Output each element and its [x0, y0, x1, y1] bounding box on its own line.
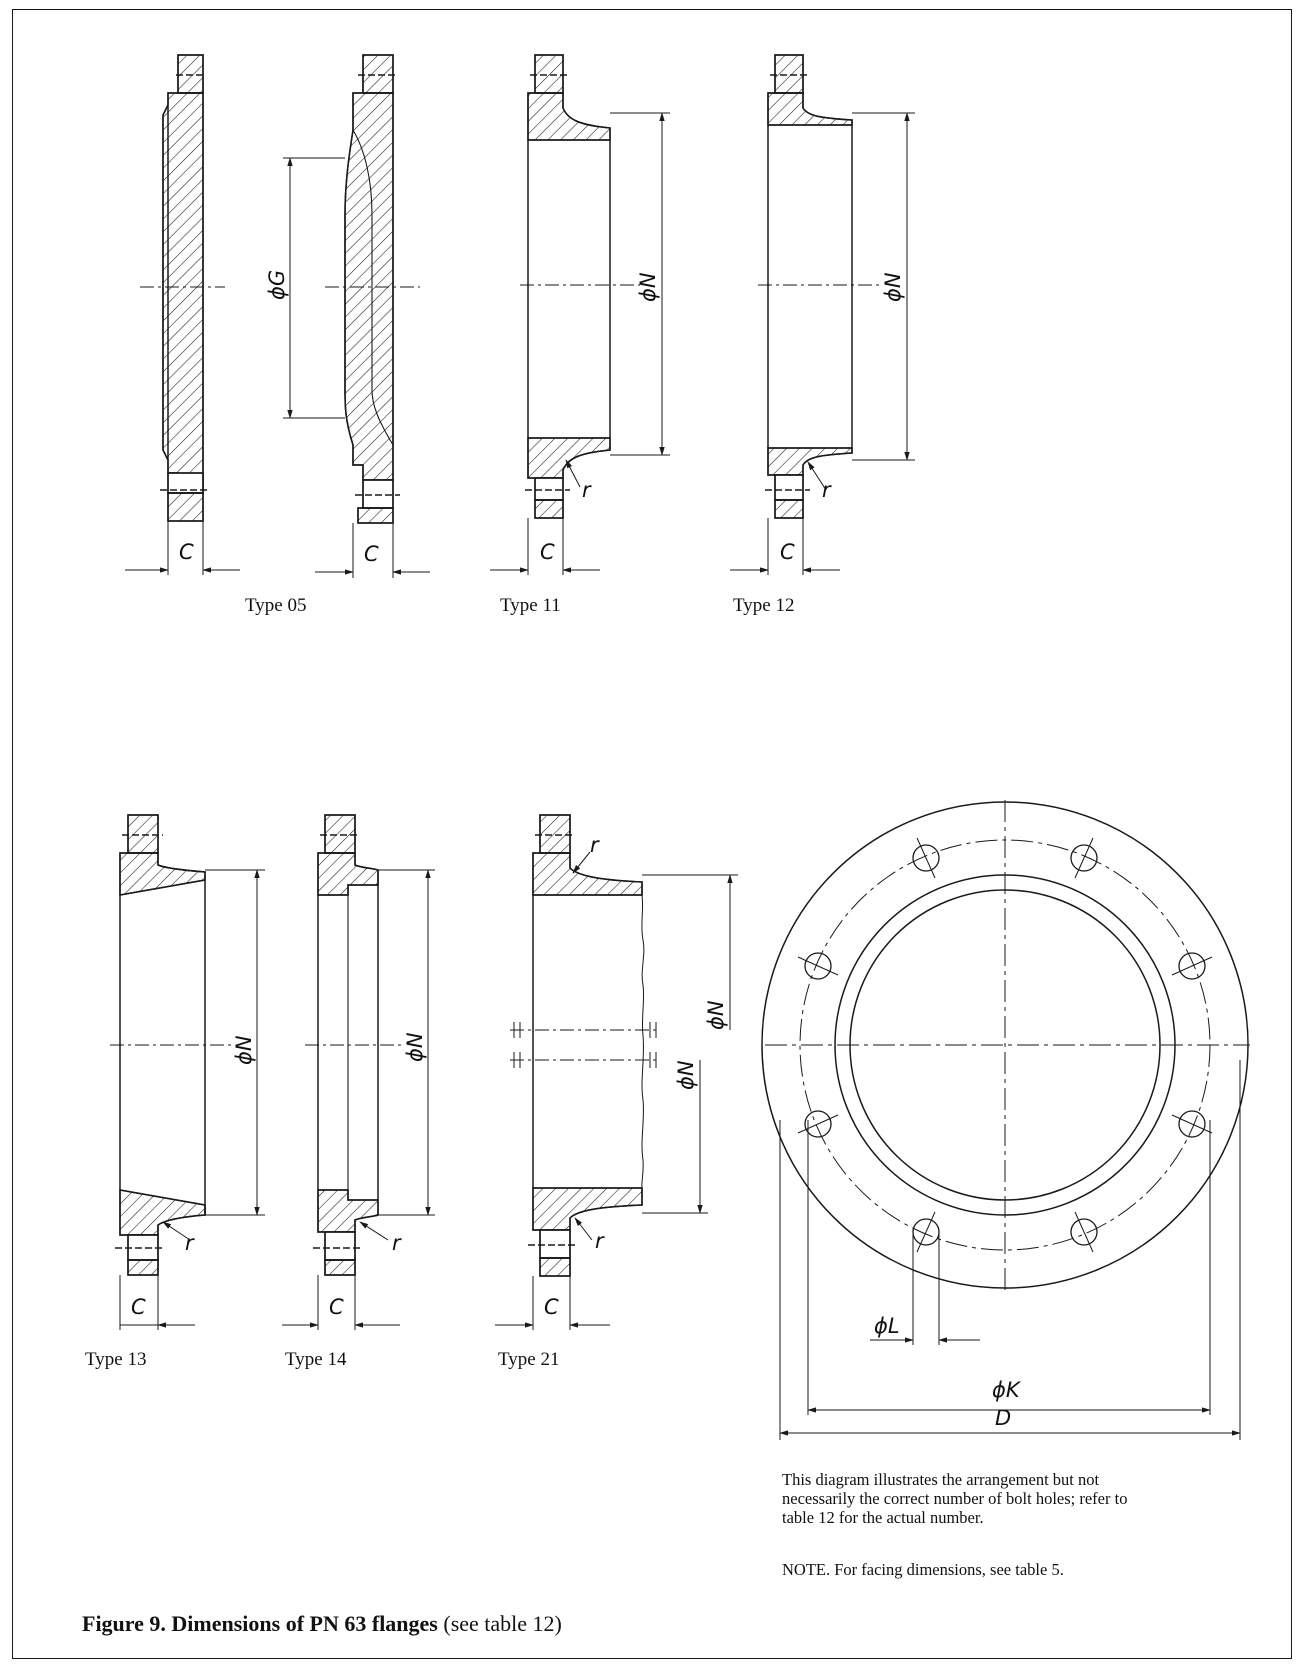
bolt-hole-note-line-2: necessarily the correct number of bolt h… [782, 1489, 1128, 1508]
caption-reference: (see table 12) [437, 1611, 562, 1636]
dim-c-type13: C [131, 1295, 146, 1319]
dim-n-type11: ϕN [636, 272, 660, 302]
caption-title: Figure 9. Dimensions of PN 63 flanges [82, 1611, 438, 1636]
dim-c-type05a: C [179, 540, 194, 564]
dim-c-type05b: C [364, 542, 379, 566]
dim-d: D [995, 1406, 1011, 1430]
dim-r-type11: r [582, 478, 592, 502]
dim-n-type21-upper: ϕN [704, 1000, 728, 1030]
dim-n-type12: ϕN [881, 272, 905, 302]
figure-caption: Figure 9. Dimensions of PN 63 flanges (s… [82, 1611, 562, 1637]
dim-l: ϕL [874, 1314, 900, 1338]
flange-type-05-raised [283, 54, 430, 578]
dim-k: ϕK [992, 1378, 1022, 1402]
figure-frame [12, 9, 1292, 1659]
dim-r-type21-lower: r [595, 1229, 605, 1253]
dim-r-type14: r [392, 1231, 402, 1255]
dimension-labels: C C C C C C C ϕG ϕN ϕN ϕN ϕN ϕN ϕN r r r… [131, 270, 1022, 1430]
dim-g-type05: ϕG [265, 270, 289, 300]
dim-c-type11: C [540, 540, 555, 564]
dim-n-type14: ϕN [403, 1032, 427, 1062]
flange-type-12 [730, 54, 915, 575]
facing-note: NOTE. For facing dimensions, see table 5… [782, 1560, 1064, 1579]
flange-type-14 [282, 814, 435, 1330]
label-type-11: Type 11 [500, 595, 561, 616]
bolt-hole-note: This diagram illustrates the arrangement… [782, 1470, 1127, 1527]
bolt-hole-note-line-1: This diagram illustrates the arrangement… [782, 1470, 1100, 1489]
label-type-12: Type 12 [733, 595, 794, 616]
label-type-21: Type 21 [498, 1349, 559, 1370]
dim-n-type13: ϕN [232, 1035, 256, 1065]
flange-plan-view [761, 800, 1250, 1440]
dim-r-type13: r [185, 1231, 195, 1255]
dim-c-type14: C [329, 1295, 344, 1319]
dim-c-type21: C [544, 1295, 559, 1319]
label-type-05: Type 05 [245, 595, 306, 616]
label-type-14: Type 14 [285, 1349, 347, 1370]
bolt-holes [797, 837, 1213, 1253]
dim-r-type12: r [822, 478, 832, 502]
flange-type-21 [495, 814, 738, 1330]
flange-type-11 [490, 54, 670, 575]
dim-r-type21-upper: r [590, 833, 600, 857]
dim-n-type21-lower: ϕN [674, 1060, 698, 1090]
label-type-13: Type 13 [85, 1349, 146, 1370]
dim-c-type12: C [780, 540, 795, 564]
type-labels: Type 05 Type 11 Type 12 Type 13 Type 14 … [85, 595, 794, 1370]
flange-type-05-plate [125, 54, 240, 575]
flange-type-13 [110, 814, 265, 1330]
bolt-hole-note-line-3: table 12 for the actual number. [782, 1508, 984, 1527]
